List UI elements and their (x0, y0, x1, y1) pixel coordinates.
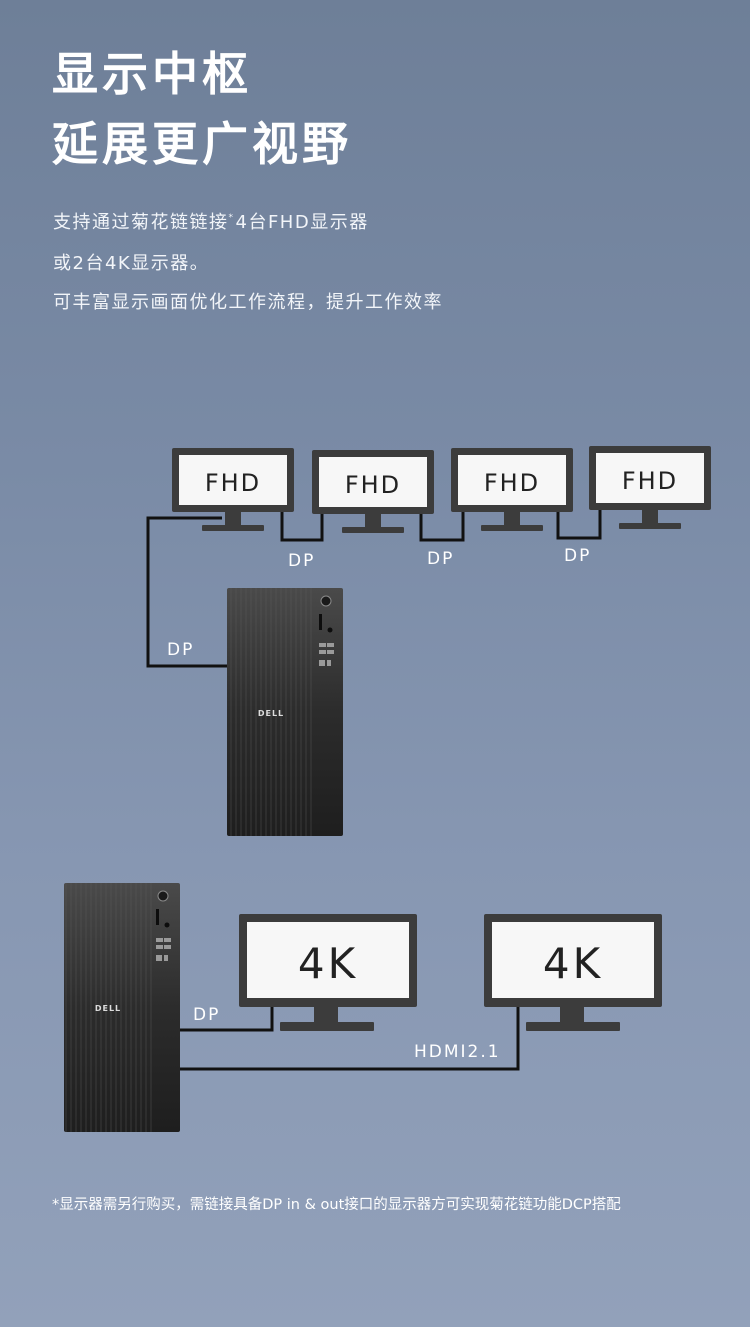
cable-tower-to-4k-2-hdmi (180, 1006, 520, 1071)
description-line-1-b: 4台FHD显示器 (235, 212, 369, 233)
fhd-monitor-3: FHD (451, 448, 573, 531)
fhd-monitor-4: FHD (589, 446, 711, 529)
fhd-monitor-1: FHD (172, 448, 294, 531)
fhd-monitor-1-label: FHD (205, 469, 261, 497)
4k-monitor-2-label: 4K (543, 939, 603, 988)
cable-fhd-3-to-fhd-4 (556, 510, 602, 540)
footnote: *显示器需另行购买，需链接具备DP in & out接口的显示器方可实现菊花链功… (52, 1197, 621, 1213)
fhd-monitor-2-label: FHD (345, 471, 401, 499)
description-line-1: 支持通过菊花链链接*4台FHD显示器 (53, 208, 369, 234)
top-cables (146, 510, 602, 668)
hdmi-label-bottom: HDMI2.1 (414, 1042, 501, 1062)
fhd-monitor-2: FHD (312, 450, 434, 533)
power-button-top (320, 595, 332, 607)
footnote-mark: * (228, 213, 235, 223)
dell-logo-bottom: DELL (95, 1004, 121, 1013)
daisy-label-2: DP (427, 549, 454, 569)
description-line-2: 或2台4K显示器。 (53, 253, 210, 274)
cable-tower-to-fhd-1 (146, 516, 227, 668)
fhd-monitor-3-label: FHD (484, 469, 540, 497)
fhd-monitor-4-label: FHD (622, 467, 678, 495)
headline-line-2: 延展更广视野 (52, 117, 352, 171)
4k-monitor-1-label: 4K (298, 939, 358, 988)
cable-tower-to-4k-1-dp (180, 1006, 274, 1032)
description-line-1-a: 支持通过菊花链链接 (53, 212, 229, 233)
daisy-label-1: DP (288, 551, 315, 571)
4k-monitor-2: 4K (484, 914, 662, 1031)
tower-link-label-top: DP (167, 640, 194, 660)
power-button-bottom (157, 890, 169, 902)
desktop-tower-top: DELL (227, 588, 343, 836)
4k-monitor-1: 4K (239, 914, 417, 1031)
bottom-cables (180, 1006, 520, 1071)
description-line-3: 可丰富显示画面优化工作流程，提升工作效率 (53, 292, 443, 313)
desktop-tower-bottom: DELL (64, 883, 180, 1132)
headline-line-1: 显示中枢 (52, 47, 252, 101)
dell-logo-top: DELL (258, 709, 284, 718)
dp-label-bottom: DP (193, 1005, 220, 1025)
daisy-label-3: DP (564, 546, 591, 566)
cable-fhd-2-to-fhd-3 (419, 512, 465, 542)
cable-fhd-1-to-fhd-2 (280, 512, 324, 542)
